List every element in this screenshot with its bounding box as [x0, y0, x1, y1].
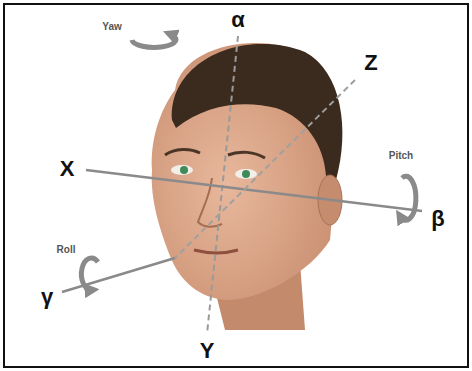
angle-symbol: α	[231, 9, 245, 31]
hair	[172, 44, 343, 180]
brow	[165, 149, 200, 155]
pitch-arrow	[400, 176, 416, 220]
brow	[228, 152, 265, 158]
axis-name: Z	[364, 52, 377, 74]
eye	[171, 165, 193, 175]
roll-axis	[175, 80, 355, 258]
roll-arrow	[81, 258, 98, 290]
yaw-arrow	[132, 34, 176, 47]
angle-symbol: β	[431, 208, 444, 230]
axis-name: Y	[200, 340, 215, 362]
eye	[235, 169, 257, 179]
rotation-name: Roll	[57, 245, 76, 255]
pitch-axis	[86, 170, 422, 211]
rotation-name: Pitch	[389, 151, 413, 161]
iris	[180, 166, 188, 174]
frame	[4, 4, 468, 367]
axis-name: X	[60, 158, 75, 180]
rotation-name: Yaw	[102, 22, 121, 32]
roll-axis	[62, 258, 175, 292]
iris	[242, 170, 250, 178]
angle-symbol: γ	[41, 286, 53, 308]
